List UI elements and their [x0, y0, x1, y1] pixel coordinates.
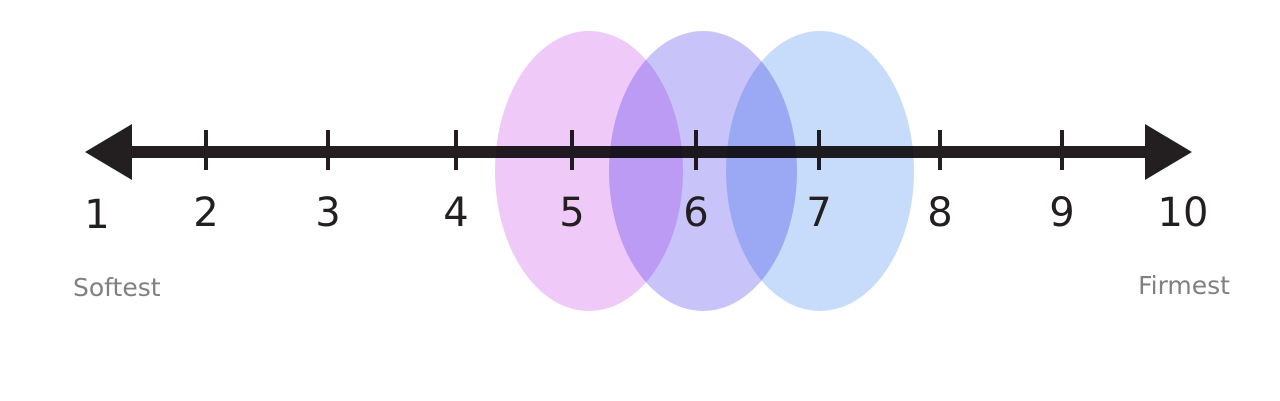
tick-mark [1060, 130, 1064, 170]
tick-label: 10 [1158, 190, 1209, 236]
tick-mark [326, 130, 330, 170]
tick-label: 7 [806, 190, 831, 236]
tick-label: 8 [927, 190, 952, 236]
firmest-label: Firmest [1138, 271, 1230, 300]
firmness-range-blue [726, 31, 914, 311]
left-arrow-icon [85, 124, 132, 180]
tick-label: 5 [559, 190, 584, 236]
tick-label: 4 [443, 190, 468, 236]
tick-mark [204, 130, 208, 170]
tick-label: 9 [1049, 190, 1074, 236]
tick-label: 3 [315, 190, 340, 236]
softest-label: Softest [73, 273, 161, 302]
tick-label: 1 [84, 192, 109, 238]
right-arrow-icon [1145, 124, 1192, 180]
tick-mark [938, 130, 942, 170]
tick-label: 6 [683, 190, 708, 236]
tick-label: 2 [193, 190, 218, 236]
tick-mark [454, 130, 458, 170]
